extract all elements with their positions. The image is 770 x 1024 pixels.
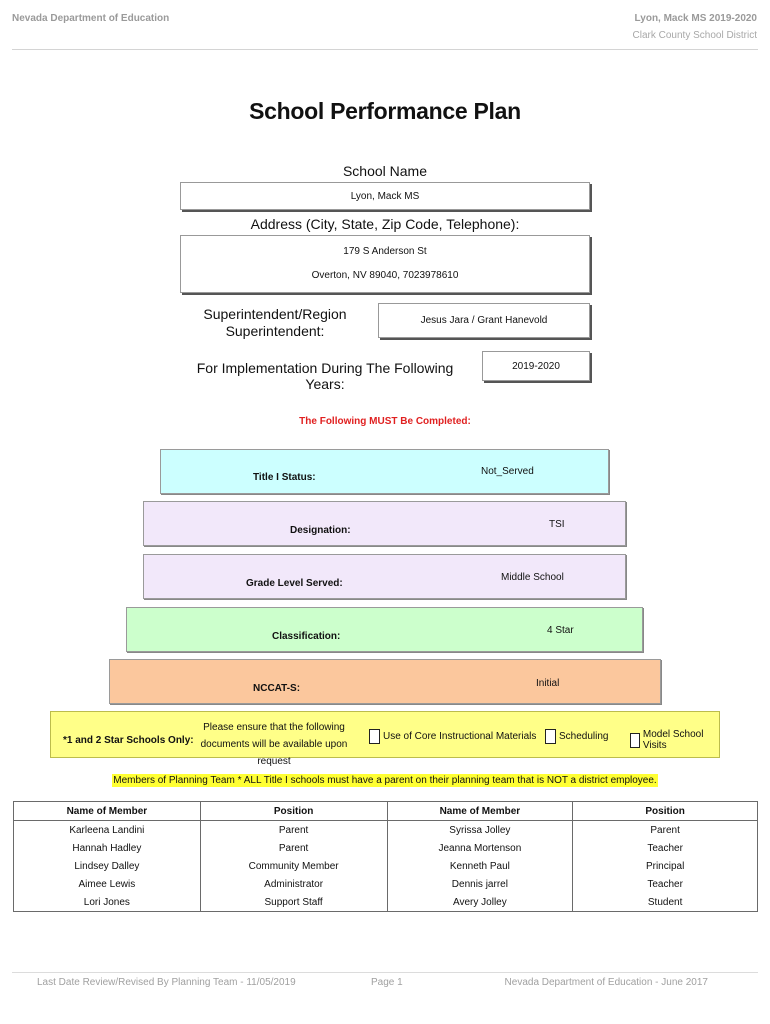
footer-page-number: Page 1 bbox=[371, 977, 403, 988]
core-materials-label: Use of Core Instructional Materials bbox=[383, 731, 537, 742]
member-name: Lindsey Dalley bbox=[13, 857, 201, 875]
header-divider bbox=[12, 49, 758, 50]
designation-value: TSI bbox=[549, 519, 565, 530]
designation-box[interactable]: Designation: TSI bbox=[143, 501, 626, 546]
nccat-value: Initial bbox=[536, 678, 560, 689]
years-label: For Implementation During The Following … bbox=[196, 360, 454, 392]
table-row: Hannah Hadley Parent Jeanna Mortenson Te… bbox=[13, 839, 758, 857]
superintendent-label-line-1: Superintendent/Region bbox=[203, 306, 347, 322]
member-position: Student bbox=[572, 893, 758, 912]
member-position: Parent bbox=[572, 820, 758, 839]
scheduling-label: Scheduling bbox=[559, 731, 609, 742]
school-name-value: Lyon, Mack MS bbox=[350, 190, 420, 202]
member-name: Avery Jolley bbox=[386, 893, 574, 912]
header-name-of-member: Name of Member bbox=[386, 801, 574, 821]
checkbox-icon[interactable] bbox=[545, 729, 556, 744]
address-line-1: 179 S Anderson St bbox=[343, 246, 427, 257]
members-note: Members of Planning Team * ALL Title I s… bbox=[0, 770, 770, 788]
members-table: Name of Member Position Name of Member P… bbox=[13, 801, 758, 912]
header-name-of-member: Name of Member bbox=[13, 801, 201, 821]
member-name: Syrissa Jolley bbox=[386, 820, 574, 839]
nccat-box[interactable]: NCCAT-S: Initial bbox=[109, 659, 661, 704]
member-position: Teacher bbox=[572, 875, 758, 893]
header-district: Clark County School District bbox=[632, 30, 757, 41]
table-row: Karleena Landini Parent Syrissa Jolley P… bbox=[13, 820, 758, 839]
years-field[interactable]: 2019-2020 bbox=[482, 351, 590, 381]
grade-level-label: Grade Level Served: bbox=[246, 578, 343, 589]
model-school-visits-label: Model School Visits bbox=[642, 729, 704, 751]
title1-status-label: Title I Status: bbox=[253, 472, 316, 483]
footer-review-date: Last Date Review/Revised By Planning Tea… bbox=[37, 977, 296, 988]
member-name: Hannah Hadley bbox=[13, 839, 201, 857]
classification-box[interactable]: Classification: 4 Star bbox=[126, 607, 643, 652]
school-name-field[interactable]: Lyon, Mack MS bbox=[180, 182, 590, 210]
member-name: Aimee Lewis bbox=[13, 875, 201, 893]
required-note: The Following MUST Be Completed: bbox=[299, 416, 471, 427]
model-school-visits-checkbox[interactable]: Model School Visits bbox=[630, 729, 719, 751]
grade-level-value: Middle School bbox=[501, 572, 564, 583]
classification-value: 4 Star bbox=[547, 625, 574, 636]
header-position: Position bbox=[572, 801, 758, 821]
member-name: Lori Jones bbox=[13, 893, 201, 912]
members-note-text: Members of Planning Team * ALL Title I s… bbox=[112, 774, 658, 787]
checkbox-icon[interactable] bbox=[369, 729, 380, 744]
member-position: Support Staff bbox=[199, 893, 388, 912]
address-line-2: Overton, NV 89040, 7023978610 bbox=[311, 270, 459, 281]
superintendent-label-line-2: Superintendent: bbox=[225, 323, 325, 339]
member-position: Administrator bbox=[199, 875, 388, 893]
members-table-header: Name of Member Position Name of Member P… bbox=[13, 801, 758, 821]
star-schools-label: *1 and 2 Star Schools Only: bbox=[63, 735, 194, 746]
years-value: 2019-2020 bbox=[512, 360, 560, 372]
school-name-label: School Name bbox=[342, 163, 428, 179]
member-name: Karleena Landini bbox=[13, 820, 201, 839]
header-school-year: Lyon, Mack MS 2019-2020 bbox=[634, 13, 757, 24]
address-label: Address (City, State, Zip Code, Telephon… bbox=[250, 216, 520, 232]
member-position: Parent bbox=[199, 839, 388, 857]
member-position: Teacher bbox=[572, 839, 758, 857]
header-org: Nevada Department of Education bbox=[12, 13, 170, 24]
title1-status-box[interactable]: Title I Status: Not_Served bbox=[160, 449, 609, 494]
title1-status-value: Not_Served bbox=[481, 466, 534, 477]
footer-divider bbox=[12, 972, 758, 973]
nccat-label: NCCAT-S: bbox=[253, 683, 301, 694]
checkbox-icon[interactable] bbox=[630, 732, 640, 748]
member-position: Community Member bbox=[199, 857, 388, 875]
member-position: Parent bbox=[199, 820, 388, 839]
core-materials-checkbox[interactable]: Use of Core Instructional Materials bbox=[369, 729, 536, 744]
address-field[interactable]: 179 S Anderson St Overton, NV 89040, 702… bbox=[180, 235, 590, 293]
superintendent-label: Superintendent/Region Superintendent: bbox=[180, 306, 370, 340]
header-position: Position bbox=[199, 801, 388, 821]
superintendent-value: Jesus Jara / Grant Hanevold bbox=[420, 315, 548, 326]
table-row: Lori Jones Support Staff Avery Jolley St… bbox=[13, 893, 758, 912]
designation-label: Designation: bbox=[290, 525, 351, 536]
page-title: School Performance Plan bbox=[249, 98, 521, 124]
superintendent-field[interactable]: Jesus Jara / Grant Hanevold bbox=[378, 303, 590, 338]
grade-level-box[interactable]: Grade Level Served: Middle School bbox=[143, 554, 626, 599]
star-schools-box: *1 and 2 Star Schools Only: Please ensur… bbox=[50, 711, 720, 767]
member-name: Dennis jarrel bbox=[386, 875, 574, 893]
star-schools-note: Please ensure that the following documen… bbox=[200, 722, 348, 767]
classification-label: Classification: bbox=[272, 631, 341, 642]
member-name: Jeanna Mortenson bbox=[386, 839, 574, 857]
table-row: Lindsey Dalley Community Member Kenneth … bbox=[13, 857, 758, 875]
member-name: Kenneth Paul bbox=[386, 857, 574, 875]
scheduling-checkbox[interactable]: Scheduling bbox=[545, 729, 608, 744]
footer-source: Nevada Department of Education - June 20… bbox=[504, 977, 708, 988]
member-position: Principal bbox=[572, 857, 758, 875]
table-row: Aimee Lewis Administrator Dennis jarrel … bbox=[13, 875, 758, 893]
